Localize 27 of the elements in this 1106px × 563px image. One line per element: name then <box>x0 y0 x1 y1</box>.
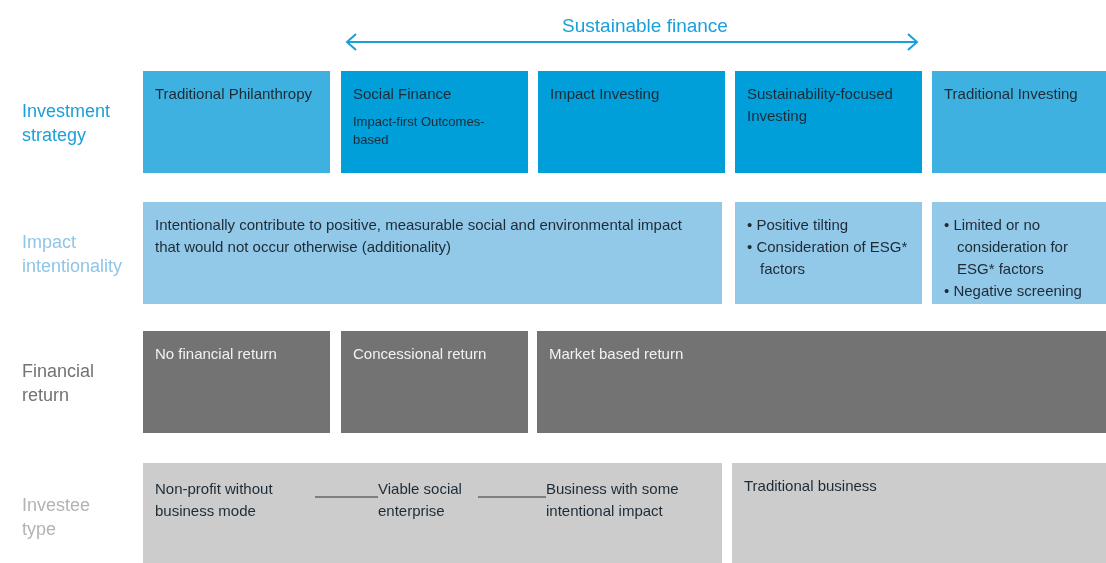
category-box: Market based return <box>537 331 1106 433</box>
bullet-item: • Negative screening <box>944 281 1083 301</box>
category-box: Social Finance Impact-first Outcomes-based <box>341 71 528 173</box>
category-box <box>932 202 1106 304</box>
category-box: Sustainability-focused Investing <box>735 71 922 173</box>
category-box <box>735 202 922 304</box>
category-box: Concessional return <box>341 331 528 433</box>
investee-text: Viable social enterprise <box>378 478 478 524</box>
category-box: Impact Investing <box>538 71 725 173</box>
investee-text: Business with some intentional impact <box>546 478 716 524</box>
row-label: Financial return <box>22 360 96 407</box>
row-label: Impact intentionality <box>22 231 122 278</box>
investee-text: Non-profit without business mode <box>155 478 315 524</box>
span-label: Sustainable finance <box>562 14 728 38</box>
category-box: No financial return <box>143 331 330 433</box>
row-label: Investee type <box>22 494 92 541</box>
bullet-item: • Positive tilting <box>747 215 850 235</box>
connector-line <box>477 496 547 498</box>
connector-line <box>314 496 379 498</box>
row-band <box>143 463 722 563</box>
bullet-item: • Limited or no consideration for ESG* factors <box>944 215 1069 279</box>
category-box: Intentionally contribute to positive, measurable social and environmental impact that would not occur otherwise (additionality) <box>143 202 722 304</box>
category-box: Traditional Philanthropy <box>143 71 330 173</box>
bullet-item: • Consideration of ESG* factors <box>747 237 909 279</box>
row-label: Investment strategy <box>22 100 112 147</box>
category-box: Traditional business <box>732 463 1106 563</box>
category-box: Traditional Investing <box>932 71 1106 173</box>
